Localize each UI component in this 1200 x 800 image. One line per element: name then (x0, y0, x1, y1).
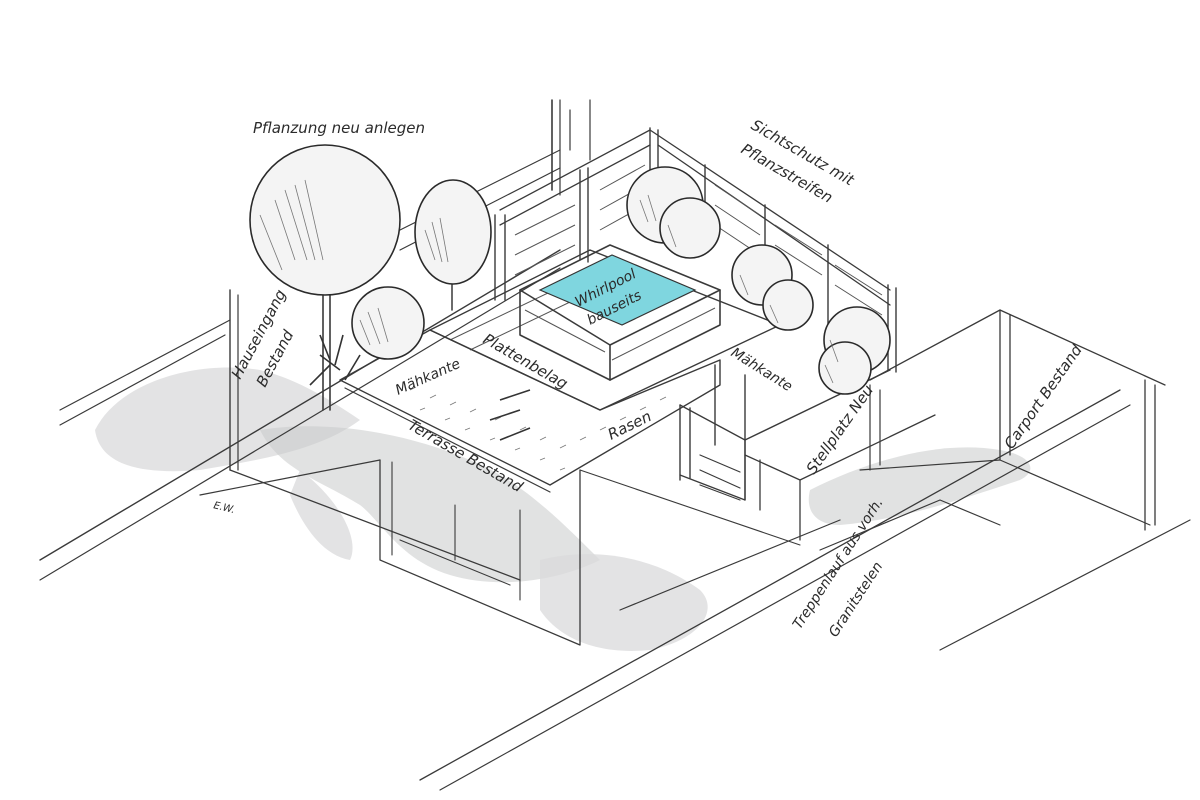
label-plattenbelag: Plattenbelag (480, 330, 571, 393)
lawn-area (339, 329, 721, 493)
trees (249, 144, 891, 411)
site-lines (39, 249, 1191, 791)
whirlpool (519, 244, 721, 381)
label-pflanzung: Pflanzung neu anlegen (253, 119, 425, 137)
artist-signature: E.W. (212, 500, 236, 516)
label-carport: Carport Bestand (1001, 341, 1086, 452)
ground-shading (95, 367, 1031, 651)
house-building (229, 289, 801, 646)
stair-walls (679, 364, 936, 541)
large-tree (249, 144, 401, 296)
whirlpool-water (538, 254, 697, 326)
label-stellplatz: Stellplatz Neu (803, 382, 878, 478)
label-maehkante-right: Mähkante (728, 345, 795, 395)
carport-frame (819, 309, 1166, 551)
